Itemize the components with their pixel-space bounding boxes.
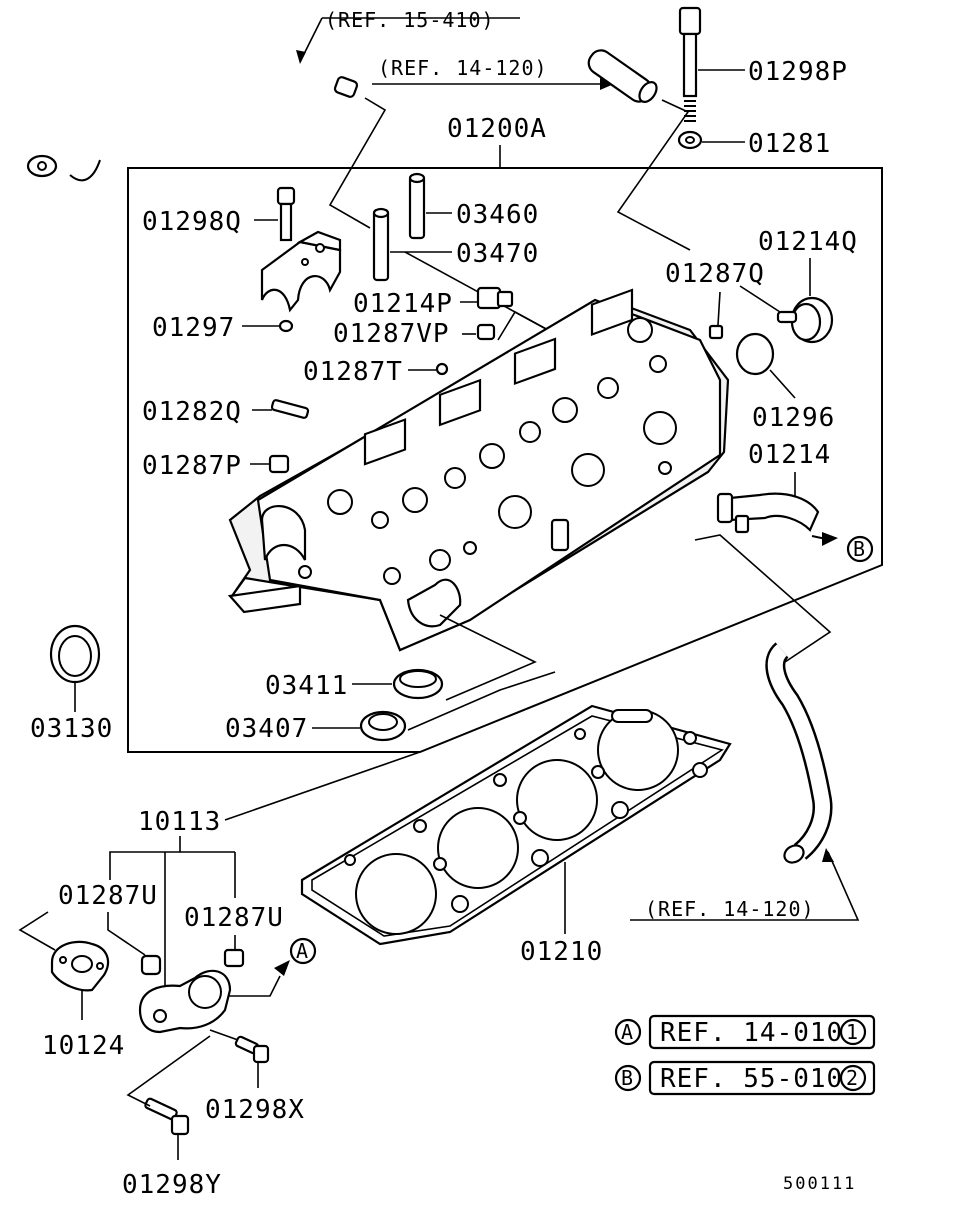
plug-01287Q [708,324,724,340]
bolt-01298P [678,6,702,122]
pin-01297 [278,319,294,333]
legend-B-index: 2 [846,1066,859,1090]
label-01200A: 01200A [447,114,547,144]
hose-lower [765,642,833,864]
marker-B-label: B [853,537,866,561]
legend-B-marker: B [621,1066,634,1090]
arrow-to-A [274,960,290,976]
label-01297: 01297 [152,313,235,343]
head-gasket-01210 [300,704,732,946]
fitting-01214P [476,286,514,310]
cap-01296 [735,332,775,376]
label-01287VP: 01287VP [333,319,450,349]
plug-01287VP [476,323,496,341]
legend-row-A: A REF. 14-010 1 [614,1014,876,1050]
label-01287U-left: 01287U [58,881,158,911]
label-01298P: 01298P [748,57,848,87]
label-01281: 01281 [748,129,831,159]
label-10113: 10113 [138,807,221,837]
marker-A-icon [289,937,317,965]
legend-A-index: 1 [846,1020,859,1044]
stud-01282Q [270,399,310,419]
label-01214Q: 01214Q [758,227,858,257]
ref-14-120-top-label: (REF. 14-120) [378,56,548,80]
ref-14-120-bottom-label: (REF. 14-120) [645,897,815,921]
sensor-01214Q [776,296,834,344]
label-01298X: 01298X [205,1095,305,1125]
oil-pipe [26,38,359,182]
marker-A-label: A [296,939,309,963]
label-01296: 01296 [752,403,835,433]
cylinder-head [227,288,730,652]
ref-15-410-label: (REF. 15-410) [325,8,495,32]
legend-A-text: REF. 14-010 [660,1018,843,1048]
seal-03407 [359,710,407,742]
label-03407: 03407 [225,714,308,744]
washer-01281 [677,130,703,150]
label-01298Y: 01298Y [122,1170,222,1200]
label-01282Q: 01282Q [142,397,242,427]
arrow-to-B [822,532,838,546]
bolt-01298Q [276,186,296,242]
bolt-01298Y [144,1097,190,1136]
plug-01287P [268,454,290,474]
label-03470: 03470 [456,239,539,269]
label-03130: 03130 [30,714,113,744]
label-03460: 03460 [456,200,539,230]
legend-row-B: B REF. 55-010 2 [614,1060,876,1096]
seal-03411 [392,668,444,700]
gasket-10124 [50,940,110,992]
plug-01287U-left [140,954,162,976]
label-01287Q: 01287Q [665,259,765,289]
valve-guide-03460 [408,172,426,240]
plug-01287T [435,362,449,376]
marker-B-icon [846,535,874,563]
label-01287T: 01287T [303,357,403,387]
label-01214P: 01214P [353,289,453,319]
hose-piece [587,49,658,103]
label-01287P: 01287P [142,451,242,481]
oil-seal-03130 [49,624,101,684]
assembly-frame [127,167,883,753]
label-01210: 01210 [520,937,603,967]
label-01214: 01214 [748,440,831,470]
bolt-01298X [234,1035,270,1064]
legend-A-marker: A [621,1020,634,1044]
bearing-cap [260,230,342,313]
diagram-id: 500111 [783,1174,856,1194]
thermostat-housing [138,969,232,1034]
legend-B-text: REF. 55-010 [660,1064,843,1094]
label-01298Q: 01298Q [142,207,242,237]
elbow-01214 [716,492,820,534]
valve-guide-03470 [372,207,390,282]
label-10124: 10124 [42,1031,125,1061]
label-01287U-right: 01287U [184,903,284,933]
label-03411: 03411 [265,671,348,701]
plug-01287U-right [223,948,245,968]
